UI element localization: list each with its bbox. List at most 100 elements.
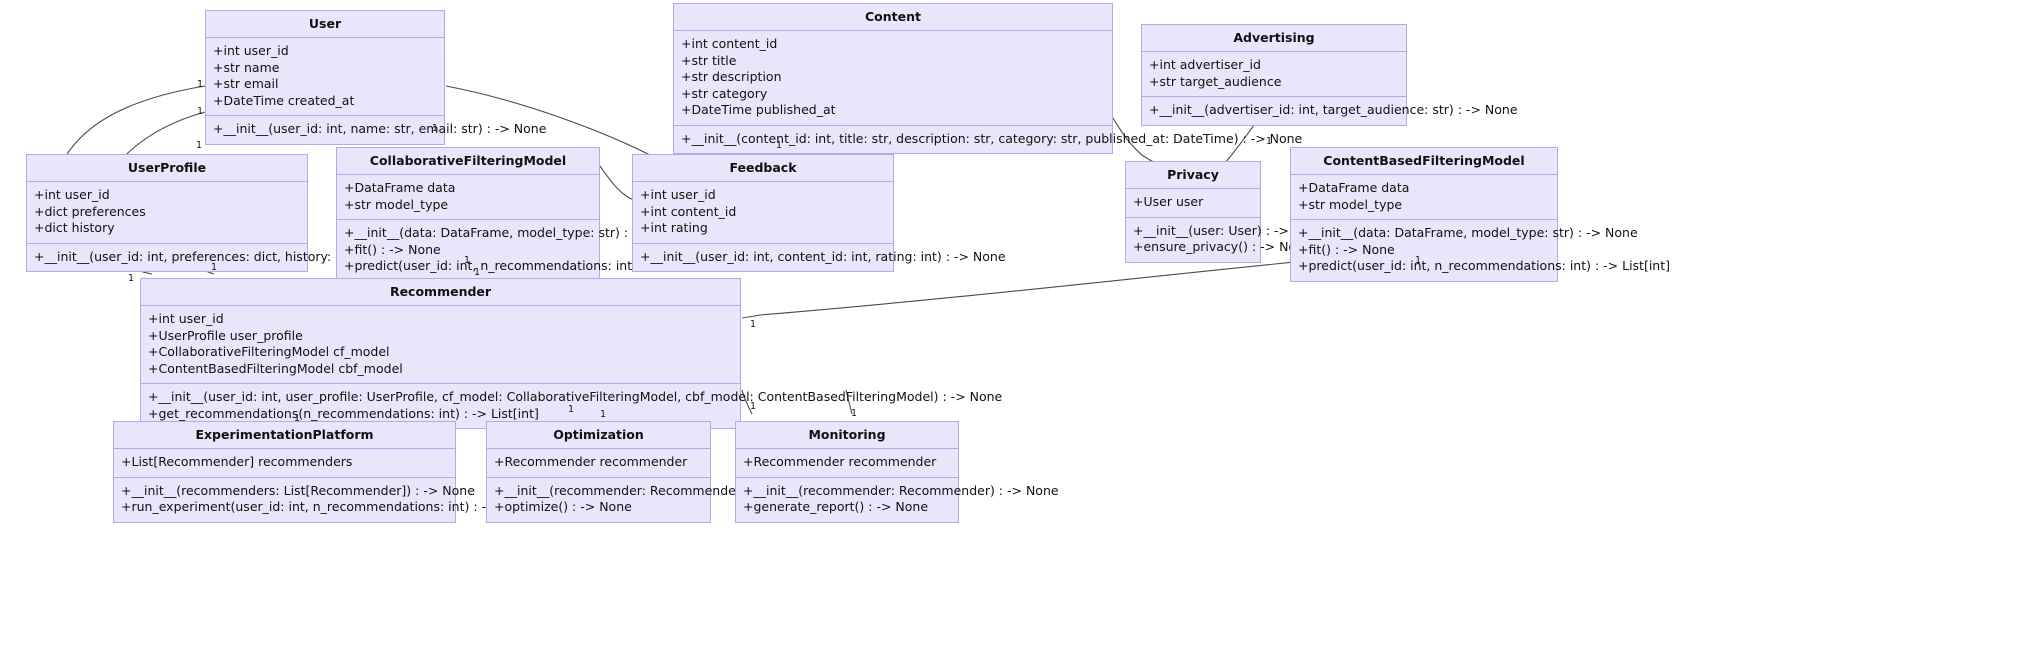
- class-title-recommender: Recommender: [141, 279, 740, 306]
- class-attributes-optimization: +Recommender recommender: [487, 449, 710, 478]
- class-title-optimization: Optimization: [487, 422, 710, 449]
- method-row: +predict(user_id: int, n_recommendations…: [344, 258, 717, 273]
- class-title-feedback: Feedback: [633, 155, 893, 182]
- class-attributes-advertising: +int advertiser_id +str target_audience: [1142, 52, 1406, 97]
- class-attributes-content: +int content_id +str title +str descript…: [674, 31, 1112, 126]
- edge-feedback-cfmodel: [599, 165, 635, 201]
- class-box-experimentation[interactable]: ExperimentationPlatform +List[Recommende…: [113, 421, 608, 523]
- method-row: +generate_report() : -> None: [743, 499, 929, 514]
- class-box-cfmodel[interactable]: CollaborativeFilteringModel +DataFrame d…: [336, 147, 717, 282]
- class-box-optimization[interactable]: Optimization +Recommender recommender +_…: [486, 421, 810, 523]
- method-row: +get_recommendations(n_recommendations: …: [148, 405, 539, 421]
- multiplicity-label: 1: [211, 262, 218, 273]
- attribute-row: +str model_type: [1298, 196, 1403, 212]
- attribute-row: +List[Recommender] recommenders: [121, 454, 353, 469]
- attribute-row: +str title: [681, 52, 737, 68]
- method-row: +__init__(content_id: int, title: str, d…: [681, 130, 1303, 146]
- class-attributes-experimentation: +List[Recommender] recommenders: [114, 449, 455, 478]
- method-row: +__init__(user_id: int, name: str, email…: [213, 121, 547, 136]
- class-methods-privacy: +__init__(user: User) : -> None +ensure_…: [1126, 217, 1326, 262]
- class-methods-cbfmodel: +__init__(data: DataFrame, model_type: s…: [1291, 220, 1671, 281]
- method-row: +__init__(advertiser_id: int, target_aud…: [1149, 102, 1518, 117]
- multiplicity-label: 1: [294, 413, 301, 424]
- multiplicity-label: 1: [1415, 255, 1422, 266]
- class-box-privacy[interactable]: Privacy +User user +__init__(user: User)…: [1125, 161, 1326, 263]
- class-attributes-cfmodel: +DataFrame data +str model_type: [337, 175, 599, 220]
- attribute-row: +str target_audience: [1149, 73, 1282, 89]
- class-methods-cfmodel: +__init__(data: DataFrame, model_type: s…: [337, 220, 717, 281]
- class-box-recommender[interactable]: Recommender +int user_id +UserProfile us…: [140, 278, 1002, 429]
- attribute-row: +int user_id: [34, 187, 110, 202]
- method-row: +__init__(user_id: int, content_id: int,…: [640, 248, 1006, 264]
- class-box-cbfmodel[interactable]: ContentBasedFilteringModel +DataFrame da…: [1290, 147, 1671, 282]
- attribute-row: +str description: [681, 69, 782, 84]
- method-row: +run_experiment(user_id: int, n_recommen…: [121, 499, 608, 514]
- class-attributes-privacy: +User user: [1126, 189, 1260, 218]
- multiplicity-label: 1: [750, 401, 757, 412]
- multiplicity-label: 1: [196, 140, 203, 151]
- multiplicity-label: 1: [432, 123, 439, 134]
- method-row: +__init__(data: DataFrame, model_type: s…: [1298, 225, 1638, 240]
- class-attributes-user: +int user_id +str name +str email +DateT…: [206, 38, 444, 116]
- attribute-row: +Recommender recommender: [743, 454, 937, 469]
- attribute-row: +dict preferences: [34, 203, 146, 219]
- method-row: +ensure_privacy() : -> None: [1133, 239, 1312, 254]
- multiplicity-label: 1: [128, 273, 135, 284]
- method-row: +__init__(data: DataFrame, model_type: s…: [344, 225, 684, 240]
- method-row: +__init__(recommender: Recommender) : ->…: [494, 482, 810, 498]
- method-row: +optimize() : -> None: [494, 499, 632, 514]
- class-attributes-userprofile: +int user_id +dict preferences +dict his…: [27, 182, 307, 244]
- class-methods-monitoring: +__init__(recommender: Recommender) : ->…: [736, 477, 1059, 522]
- multiplicity-label: 1: [1266, 136, 1273, 147]
- class-box-content[interactable]: Content +int content_id +str title +str …: [673, 3, 1303, 154]
- multiplicity-label: 1: [474, 267, 481, 278]
- class-box-feedback[interactable]: Feedback +int user_id +int content_id +i…: [632, 154, 1006, 272]
- class-title-monitoring: Monitoring: [736, 422, 958, 449]
- method-row: +__init__(user_id: int, preferences: dic…: [34, 248, 427, 264]
- attribute-row: +int user_id: [213, 43, 289, 58]
- attribute-row: +str email: [213, 76, 279, 91]
- attribute-row: +int content_id: [681, 36, 778, 51]
- class-methods-advertising: +__init__(advertiser_id: int, target_aud…: [1142, 97, 1518, 125]
- class-title-experimentation: ExperimentationPlatform: [114, 422, 455, 449]
- class-title-user: User: [206, 11, 444, 38]
- class-title-cbfmodel: ContentBasedFilteringModel: [1291, 148, 1557, 175]
- attribute-row: +CollaborativeFilteringModel cf_model: [148, 344, 390, 359]
- method-row: +__init__(recommenders: List[Recommender…: [121, 482, 475, 498]
- method-row: +__init__(user: User) : -> None: [1133, 222, 1326, 238]
- attribute-row: +Recommender recommender: [494, 454, 688, 469]
- class-box-monitoring[interactable]: Monitoring +Recommender recommender +__i…: [735, 421, 1059, 523]
- attribute-row: +dict history: [34, 220, 115, 235]
- multiplicity-label: 1: [750, 319, 757, 330]
- class-methods-experimentation: +__init__(recommenders: List[Recommender…: [114, 477, 608, 522]
- attribute-row: +str name: [213, 59, 280, 75]
- attribute-row: +User user: [1133, 194, 1204, 209]
- class-box-userprofile[interactable]: UserProfile +int user_id +dict preferenc…: [26, 154, 427, 272]
- class-attributes-recommender: +int user_id +UserProfile user_profile +…: [141, 306, 740, 384]
- multiplicity-label: 1: [197, 106, 204, 117]
- class-methods-content: +__init__(content_id: int, title: str, d…: [674, 125, 1303, 153]
- class-title-advertising: Advertising: [1142, 25, 1406, 52]
- attribute-row: +DataFrame data: [344, 180, 456, 195]
- class-title-content: Content: [674, 4, 1112, 31]
- class-methods-feedback: +__init__(user_id: int, content_id: int,…: [633, 243, 1006, 271]
- class-methods-optimization: +__init__(recommender: Recommender) : ->…: [487, 477, 810, 522]
- class-methods-recommender: +__init__(user_id: int, user_profile: Us…: [141, 384, 1002, 428]
- class-box-user[interactable]: User +int user_id +str name +str email +…: [205, 10, 547, 145]
- attribute-row: +int user_id: [148, 311, 224, 326]
- attribute-row: +DataFrame data: [1298, 180, 1410, 195]
- attribute-row: +str category: [681, 85, 768, 101]
- class-box-advertising[interactable]: Advertising +int advertiser_id +str targ…: [1141, 24, 1518, 126]
- attribute-row: +ContentBasedFilteringModel cbf_model: [148, 360, 403, 376]
- attribute-row: +UserProfile user_profile: [148, 327, 303, 343]
- class-title-cfmodel: CollaborativeFilteringModel: [337, 148, 599, 175]
- class-methods-user: +__init__(user_id: int, name: str, email…: [206, 116, 547, 144]
- method-row: +fit() : -> None: [1298, 241, 1395, 257]
- attribute-row: +int advertiser_id: [1149, 57, 1261, 72]
- class-methods-userprofile: +__init__(user_id: int, preferences: dic…: [27, 243, 427, 271]
- class-title-userprofile: UserProfile: [27, 155, 307, 182]
- multiplicity-label: 1: [776, 140, 783, 151]
- method-row: +predict(user_id: int, n_recommendations…: [1298, 258, 1671, 273]
- attribute-row: +DateTime published_at: [681, 102, 836, 117]
